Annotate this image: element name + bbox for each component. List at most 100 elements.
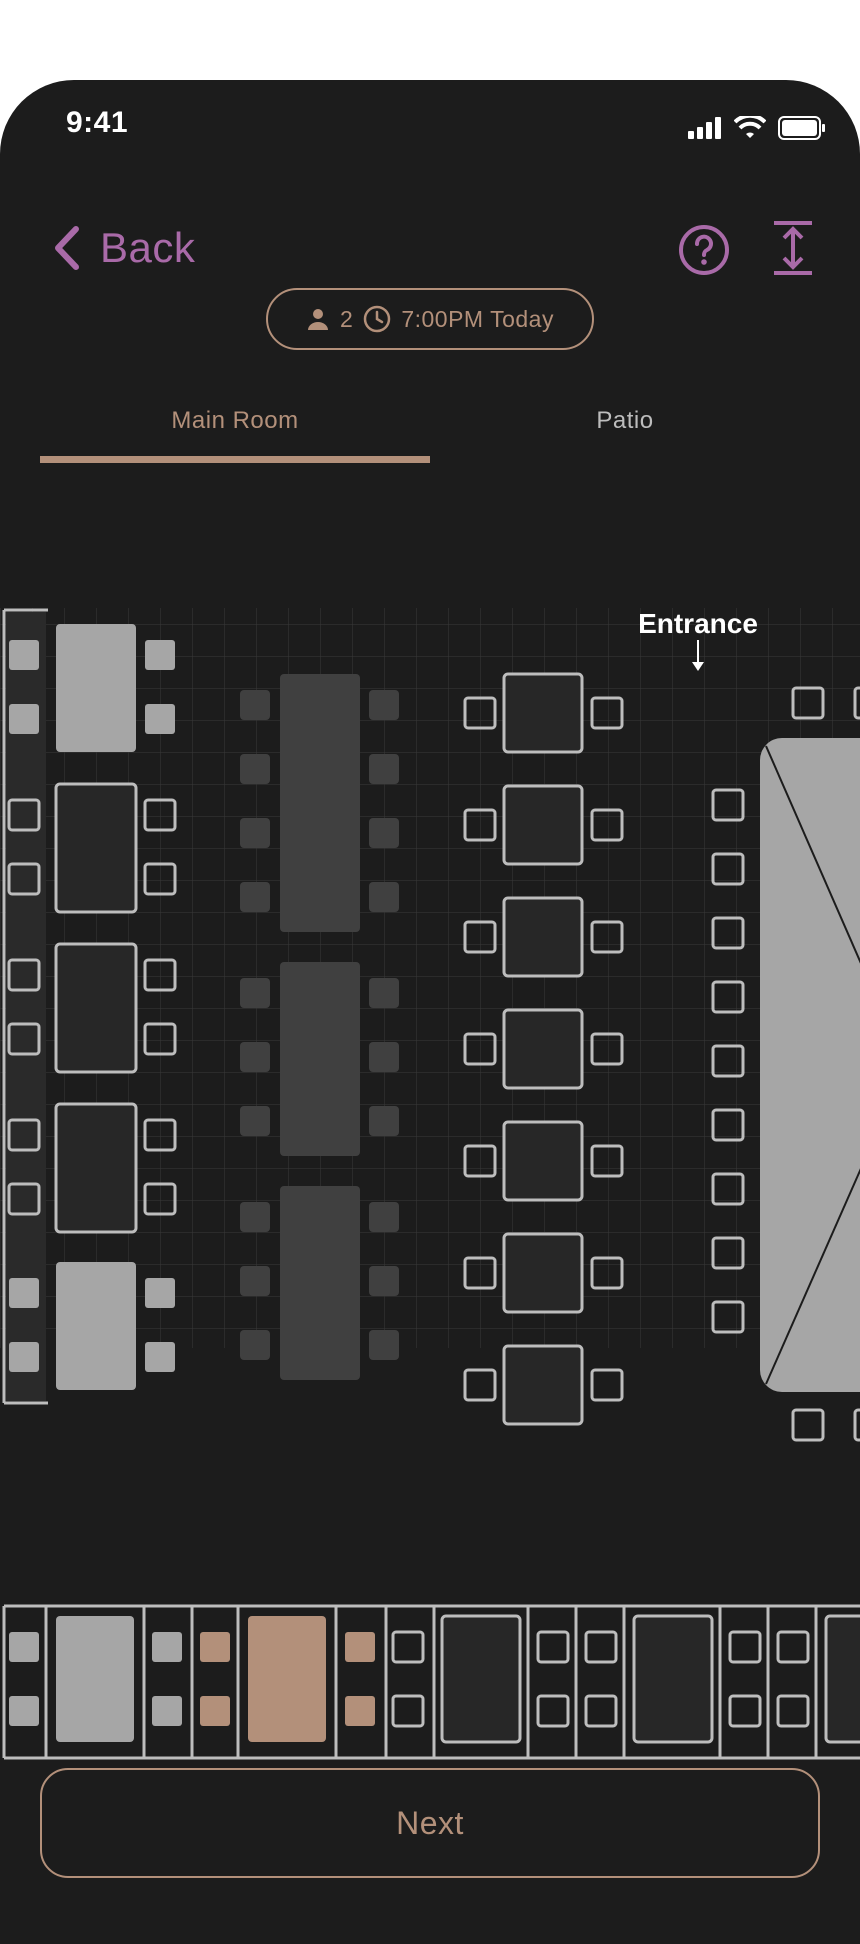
chair-available[interactable] (711, 1044, 745, 1078)
chair-available[interactable] (711, 1108, 745, 1142)
chair-available[interactable] (7, 798, 41, 832)
chair-available[interactable] (536, 1694, 570, 1728)
chair-available[interactable] (791, 1408, 825, 1442)
tab-main-room[interactable]: Main Room (40, 392, 430, 450)
chair-available[interactable] (590, 1032, 624, 1066)
chair-available[interactable] (728, 1694, 762, 1728)
chair-available[interactable] (776, 1694, 810, 1728)
table-available[interactable] (824, 1614, 860, 1744)
chair-available[interactable] (463, 696, 497, 730)
chair-available[interactable] (711, 1236, 745, 1270)
chair-available[interactable] (7, 1118, 41, 1152)
party-size: 2 (340, 305, 354, 332)
phone-screen: 9:41 Back (0, 80, 860, 1944)
table-available[interactable] (632, 1614, 714, 1744)
expand-vertical-icon[interactable] (770, 220, 816, 276)
status-bar: 9:41 (0, 80, 860, 170)
chair-available[interactable] (711, 980, 745, 1014)
table-selected[interactable] (248, 1616, 326, 1742)
chair-disabled (240, 978, 270, 1008)
back-button[interactable]: Back (52, 224, 195, 272)
chair-available[interactable] (711, 1172, 745, 1206)
status-icons (688, 116, 826, 140)
chair-disabled (240, 690, 270, 720)
chair-disabled (240, 1266, 270, 1296)
table-available[interactable] (502, 1008, 584, 1090)
chair-available[interactable] (584, 1694, 618, 1728)
chair-available[interactable] (711, 916, 745, 950)
chair-available[interactable] (536, 1630, 570, 1664)
table-available[interactable] (502, 672, 584, 754)
chair-available[interactable] (143, 958, 177, 992)
chair-available[interactable] (853, 686, 860, 720)
chair-available[interactable] (391, 1694, 425, 1728)
table-available[interactable] (502, 896, 584, 978)
table-available[interactable] (502, 1344, 584, 1426)
chair-unavailable (145, 640, 175, 670)
table-unavailable (56, 624, 136, 752)
cellular-signal-icon (688, 117, 721, 139)
chair-unavailable (145, 704, 175, 734)
chair-available[interactable] (7, 1182, 41, 1216)
chair-available[interactable] (584, 1630, 618, 1664)
chair-unavailable (9, 1278, 39, 1308)
table-available[interactable] (54, 942, 138, 1074)
chair-available[interactable] (590, 696, 624, 730)
active-tab-indicator (40, 456, 430, 463)
chair-available[interactable] (463, 1144, 497, 1178)
floor-grid (0, 608, 860, 1348)
chair-available[interactable] (711, 788, 745, 822)
chair-available[interactable] (7, 958, 41, 992)
chair-available[interactable] (391, 1630, 425, 1664)
table-available[interactable] (502, 1120, 584, 1202)
table-available[interactable] (502, 1232, 584, 1314)
table-available[interactable] (502, 784, 584, 866)
next-label: Next (396, 1804, 464, 1841)
stage-cross-line (765, 1168, 860, 1385)
chair-available[interactable] (728, 1630, 762, 1664)
chair-available[interactable] (463, 808, 497, 842)
chair-available[interactable] (590, 1368, 624, 1402)
chair-available[interactable] (463, 1256, 497, 1290)
chair-available[interactable] (143, 862, 177, 896)
reservation-summary-pill[interactable]: 2 7:00PM Today (266, 288, 594, 350)
tab-patio-label: Patio (596, 407, 654, 434)
chair-unavailable (9, 640, 39, 670)
chair-available[interactable] (143, 1118, 177, 1152)
chair-available[interactable] (143, 1022, 177, 1056)
chair-disabled (369, 1330, 399, 1360)
chair-available[interactable] (463, 1368, 497, 1402)
table-available[interactable] (440, 1614, 522, 1744)
tab-patio[interactable]: Patio (430, 392, 820, 450)
chair-available[interactable] (776, 1630, 810, 1664)
chair-selected[interactable] (200, 1696, 230, 1726)
chair-available[interactable] (143, 798, 177, 832)
next-button[interactable]: Next (40, 1768, 820, 1878)
chair-available[interactable] (711, 1300, 745, 1334)
chair-disabled (369, 882, 399, 912)
table-available[interactable] (54, 1102, 138, 1234)
chair-available[interactable] (463, 920, 497, 954)
chair-available[interactable] (590, 920, 624, 954)
chair-disabled (240, 818, 270, 848)
chair-available[interactable] (791, 686, 825, 720)
chair-available[interactable] (590, 1144, 624, 1178)
chair-selected[interactable] (200, 1632, 230, 1662)
chair-selected[interactable] (345, 1696, 375, 1726)
chevron-left-icon (55, 226, 79, 270)
chair-available[interactable] (143, 1182, 177, 1216)
chair-available[interactable] (853, 1408, 860, 1442)
chair-disabled (240, 1330, 270, 1360)
chair-available[interactable] (590, 808, 624, 842)
help-icon[interactable] (678, 224, 730, 276)
chair-selected[interactable] (345, 1632, 375, 1662)
chair-available[interactable] (7, 1022, 41, 1056)
wifi-icon (734, 116, 766, 138)
stage-cross-line (765, 745, 860, 964)
chair-available[interactable] (463, 1032, 497, 1066)
chair-available[interactable] (711, 852, 745, 886)
chair-available[interactable] (590, 1256, 624, 1290)
clock-icon (364, 305, 391, 333)
table-available[interactable] (54, 782, 138, 914)
chair-available[interactable] (7, 862, 41, 896)
